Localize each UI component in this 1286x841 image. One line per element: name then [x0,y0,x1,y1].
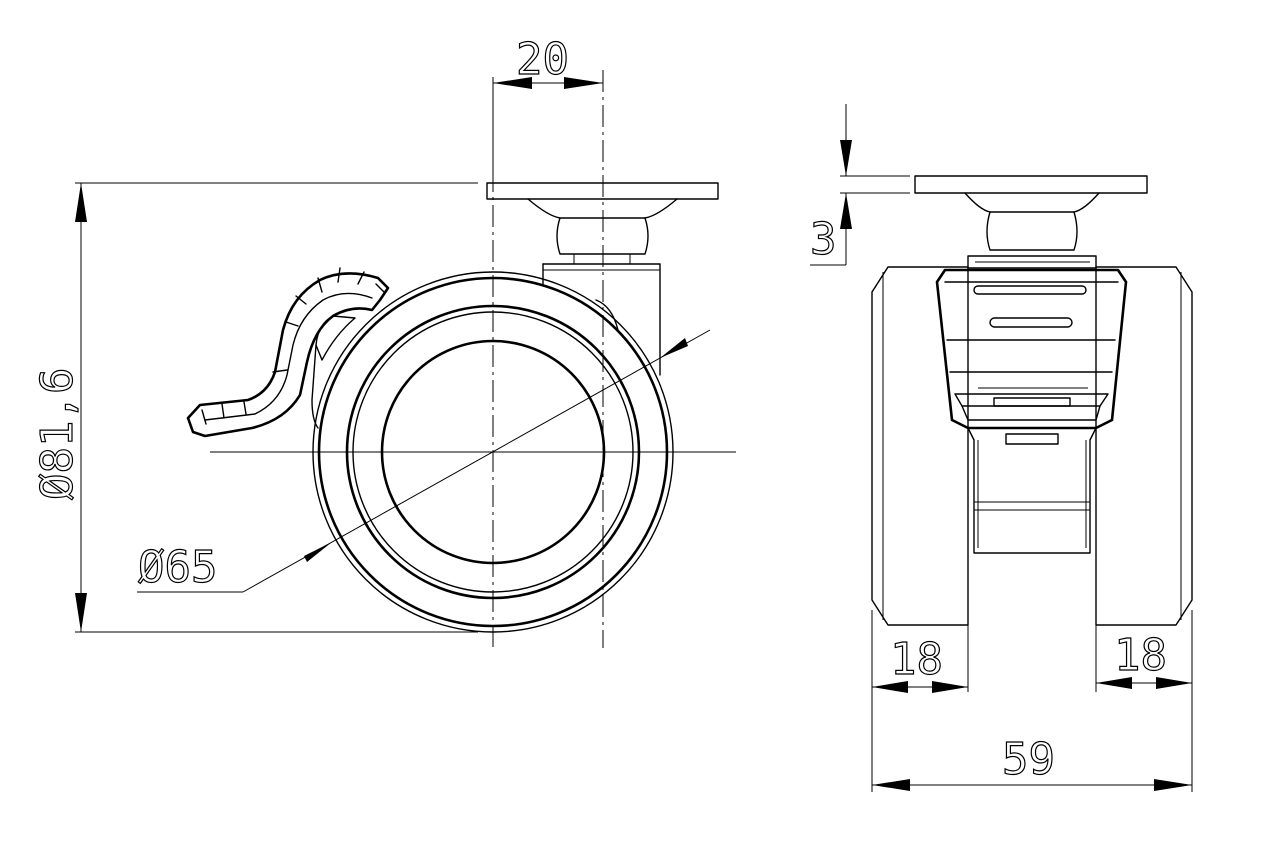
wheel-outer [312,271,674,633]
arrowhead [304,542,332,562]
wheel-tread [317,276,669,628]
front-view: 3 18 18 59 [809,104,1193,792]
arrowhead [840,140,852,176]
arrowhead [1154,779,1192,791]
wheel-rim [345,304,641,600]
arrowhead [932,681,968,693]
arrowhead [493,77,532,89]
wheel-hub [380,339,606,565]
fork-edge [595,299,619,331]
brake-lever [186,267,390,438]
fork-housing [542,263,661,376]
arrowhead [840,193,852,229]
arrowhead [872,681,908,693]
wheel-rim-inner [352,311,634,593]
plate-neck [527,198,678,219]
wheel-diameter-label: Ø65 [138,542,217,593]
swivel-bearing [556,217,649,255]
right-wheel-width-label: 18 [1114,630,1167,681]
front-plate-neck [964,192,1100,213]
fork-slot [989,317,1073,328]
arrowhead [75,183,87,222]
top-plate [486,182,719,200]
left-wheel-width-label: 18 [890,634,943,685]
center-hub [967,427,1097,554]
right-wheel [1095,266,1193,626]
side-view: Ø65 Ø81,6 20 [31,33,736,650]
arrowhead [75,593,87,632]
front-top-plate [914,175,1148,194]
plate-offset-label: 20 [516,34,569,85]
fork-slot [973,285,1087,295]
plate-thickness-label: 3 [810,214,837,265]
arrowhead [1156,677,1192,689]
arrowhead [660,338,688,358]
arrowhead [872,779,910,791]
front-swivel-bearing [986,211,1078,251]
arrowhead [564,77,603,89]
arrowhead [1096,677,1132,689]
left-wheel [871,266,969,626]
overall-width-label: 59 [1002,734,1055,785]
overall-height-label: Ø81,6 [32,368,83,500]
